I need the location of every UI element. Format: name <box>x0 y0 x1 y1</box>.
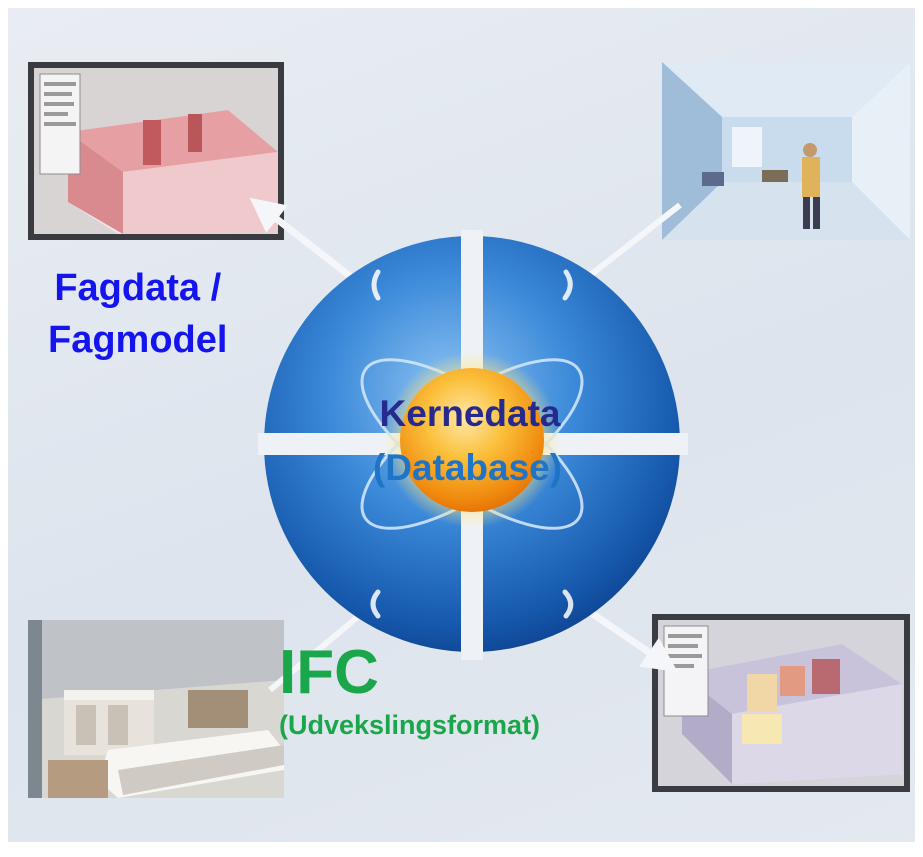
interior-rendering-thumbnail <box>662 62 910 240</box>
building-model-thumbnail <box>28 62 284 240</box>
fagdata-line-2: Fagmodel <box>48 319 228 361</box>
kernedata-title: Kernedata <box>379 393 561 434</box>
ifc-title: IFC <box>279 638 379 707</box>
ifc-subtitle: (Udvekslingsformat) <box>279 710 541 740</box>
fagdata-line-1: Fagdata / <box>54 267 222 309</box>
quadrant-arcs <box>370 269 574 619</box>
kernedata-core <box>400 368 544 512</box>
kitchen-interior-thumbnail <box>28 620 284 798</box>
fagdata-label: Fagdata / Fagmodel <box>48 262 227 366</box>
kernedata-subtitle: (Database) <box>372 447 563 488</box>
floorplan-model-thumbnail <box>652 614 910 792</box>
